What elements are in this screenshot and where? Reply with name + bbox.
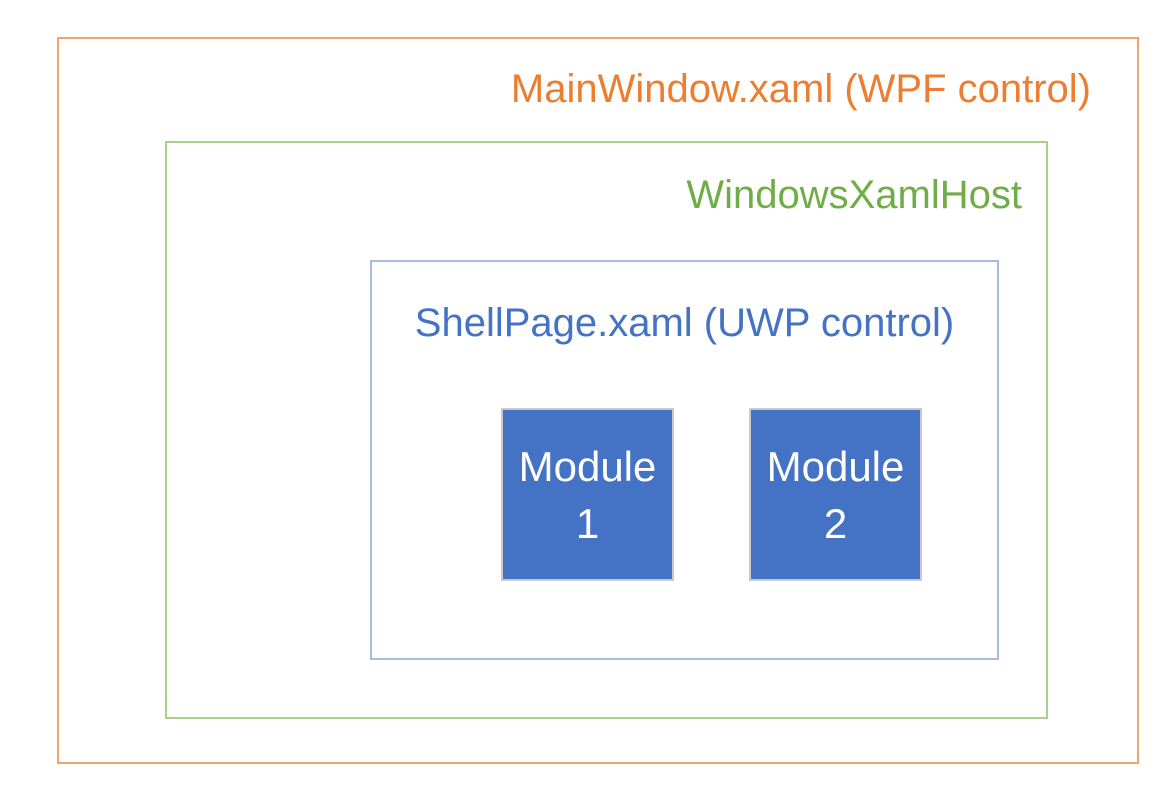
mainwindow-wpf-box: MainWindow.xaml (WPF control) WindowsXam… bbox=[57, 37, 1139, 764]
module-2-label-line1: Module bbox=[766, 442, 905, 490]
module-2-box: Module 2 bbox=[749, 408, 922, 581]
module-1-label-line2: 1 bbox=[575, 499, 600, 547]
windowsxamlhost-label: WindowsXamlHost bbox=[686, 173, 1022, 217]
module-1-box: Module 1 bbox=[501, 408, 674, 581]
module-1-label-line1: Module bbox=[518, 442, 657, 490]
windowsxamlhost-box: WindowsXamlHost ShellPage.xaml (UWP cont… bbox=[165, 141, 1048, 719]
module-2-label-line2: 2 bbox=[823, 499, 848, 547]
mainwindow-wpf-label: MainWindow.xaml (WPF control) bbox=[510, 67, 1091, 111]
shellpage-uwp-label: ShellPage.xaml (UWP control) bbox=[414, 301, 955, 345]
shellpage-uwp-box: ShellPage.xaml (UWP control) Module 1 Mo… bbox=[370, 260, 999, 660]
